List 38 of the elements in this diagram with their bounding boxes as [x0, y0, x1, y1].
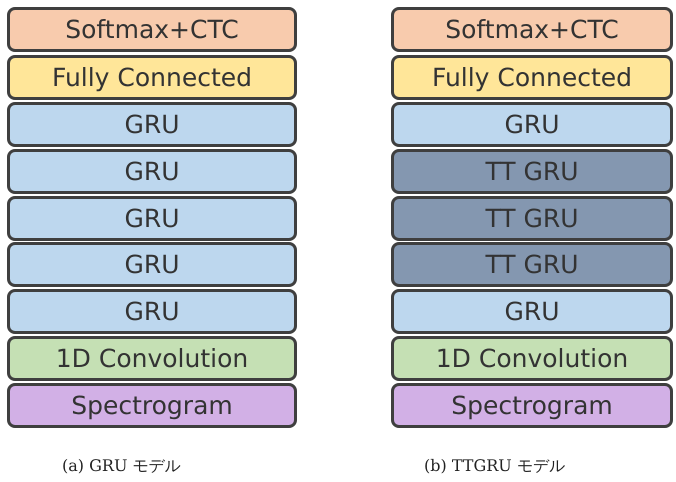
- layer-box: [391, 102, 673, 147]
- layer-box: [7, 383, 297, 428]
- layer-label: TT GRU: [485, 250, 579, 279]
- layer-label: 1D Convolution: [436, 344, 628, 373]
- layer-box: [7, 7, 297, 52]
- layer-box: [7, 149, 297, 194]
- layer-box: [7, 336, 297, 381]
- layer-box: [391, 196, 673, 241]
- layer-label: GRU: [124, 250, 180, 279]
- layer-box: [391, 55, 673, 100]
- layer-label: GRU: [504, 297, 560, 326]
- layer-box: [391, 7, 673, 52]
- layer-label: Softmax+CTC: [445, 15, 619, 44]
- layer-box: [391, 242, 673, 287]
- layer-box: [7, 196, 297, 241]
- figure-caption: (b) TTGRU モデル: [424, 456, 565, 477]
- layer-label: GRU: [124, 110, 180, 139]
- layer-label: GRU: [124, 157, 180, 186]
- figure-caption: (a) GRU モデル: [62, 456, 181, 477]
- layer-label: TT GRU: [485, 157, 579, 186]
- layer-label: Fully Connected: [52, 63, 252, 92]
- layer-label: GRU: [124, 204, 180, 233]
- layer-box: [7, 289, 297, 334]
- layer-label: GRU: [124, 297, 180, 326]
- layer-box: [391, 149, 673, 194]
- layer-label: Spectrogram: [71, 391, 233, 420]
- layer-label: Spectrogram: [451, 391, 613, 420]
- layer-label: TT GRU: [485, 204, 579, 233]
- layer-box: [391, 383, 673, 428]
- layer-label: Fully Connected: [432, 63, 632, 92]
- layer-box: [7, 102, 297, 147]
- layer-label: Softmax+CTC: [65, 15, 239, 44]
- layer-label: GRU: [504, 110, 560, 139]
- layer-box: [7, 242, 297, 287]
- layer-box: [391, 336, 673, 381]
- layer-label: 1D Convolution: [56, 344, 248, 373]
- layer-box: [7, 55, 297, 100]
- layer-box: [391, 289, 673, 334]
